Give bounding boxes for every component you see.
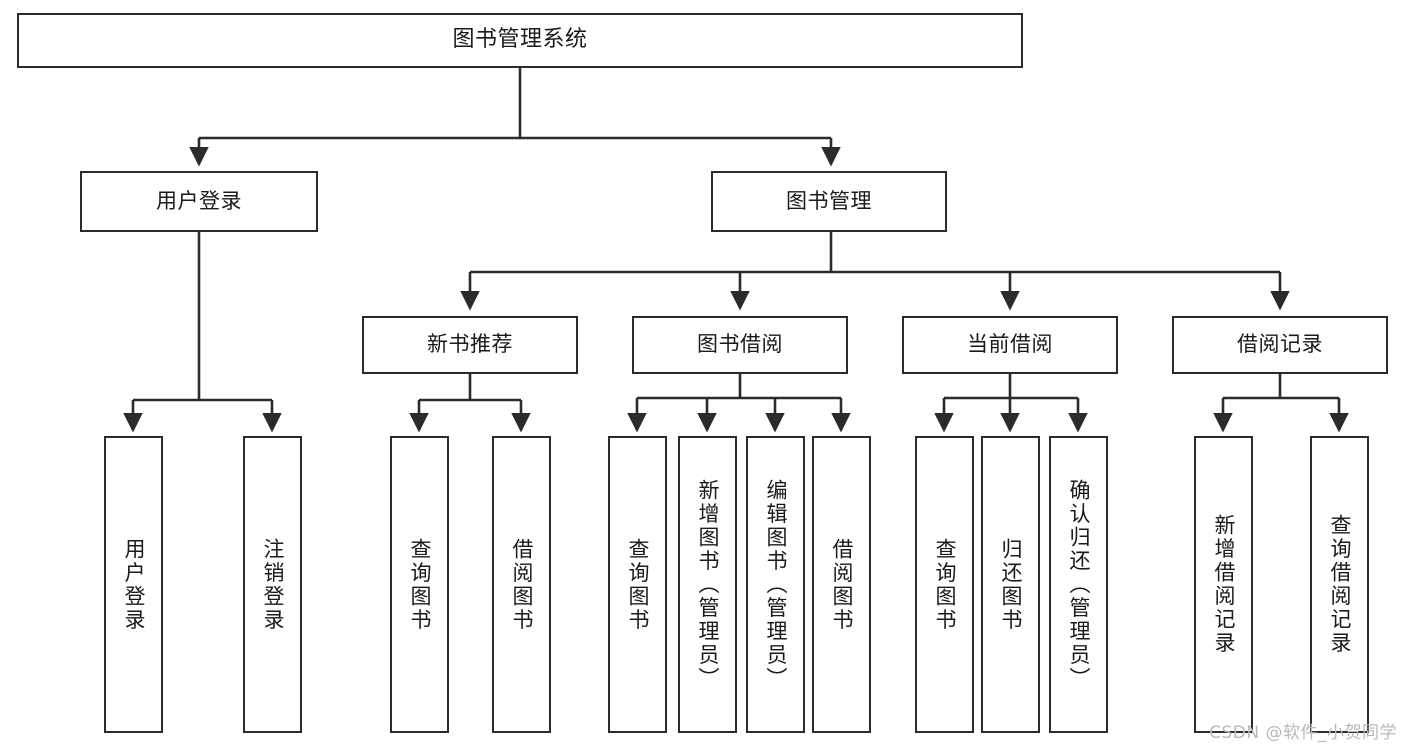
leaf-query-book-recommend[interactable]: 查询图书	[390, 436, 449, 733]
node-label: 新增借阅记录	[1212, 514, 1236, 655]
node-label: 确认归还（管理员）	[1067, 478, 1091, 691]
node-current-borrow[interactable]: 当前借阅	[902, 316, 1118, 374]
leaf-borrow-book-recommend[interactable]: 借阅图书	[492, 436, 551, 733]
node-book-borrow[interactable]: 图书借阅	[632, 316, 848, 374]
node-book-management[interactable]: 图书管理	[711, 171, 947, 232]
node-label: 借阅图书	[830, 537, 854, 632]
leaf-user-login[interactable]: 用户登录	[104, 436, 163, 733]
leaf-query-borrow-record[interactable]: 查询借阅记录	[1310, 436, 1369, 733]
node-label: 查询借阅记录	[1328, 514, 1352, 655]
node-label: 借阅记录	[1237, 332, 1323, 357]
node-label: 借阅图书	[510, 537, 534, 632]
leaf-confirm-return[interactable]: 确认归还（管理员）	[1049, 436, 1108, 733]
node-new-book-recommend[interactable]: 新书推荐	[362, 316, 578, 374]
node-label: 当前借阅	[967, 332, 1053, 357]
node-label: 查询图书	[933, 537, 957, 632]
leaf-edit-book[interactable]: 编辑图书（管理员）	[746, 436, 805, 733]
node-root-system[interactable]: 图书管理系统	[17, 13, 1023, 68]
node-label: 新书推荐	[427, 332, 513, 357]
node-label: 图书管理系统	[452, 27, 588, 53]
node-label: 查询图书	[626, 537, 650, 632]
node-borrow-record[interactable]: 借阅记录	[1172, 316, 1388, 374]
node-label: 图书管理	[786, 188, 872, 213]
leaf-logout-login[interactable]: 注销登录	[243, 436, 302, 733]
node-label: 图书借阅	[697, 332, 783, 357]
node-label: 用户登录	[156, 188, 242, 213]
node-label: 查询图书	[408, 537, 432, 632]
leaf-borrow-book[interactable]: 借阅图书	[812, 436, 871, 733]
watermark-text: CSDN @软件_小贺同学	[1209, 723, 1397, 743]
leaf-query-book-borrow[interactable]: 查询图书	[608, 436, 667, 733]
leaf-add-borrow-record[interactable]: 新增借阅记录	[1194, 436, 1253, 733]
node-label: 归还图书	[999, 537, 1023, 632]
node-label: 编辑图书（管理员）	[764, 478, 788, 691]
leaf-add-book[interactable]: 新增图书（管理员）	[678, 436, 737, 733]
leaf-query-book-current[interactable]: 查询图书	[915, 436, 974, 733]
node-label: 注销登录	[261, 537, 285, 632]
leaf-return-book[interactable]: 归还图书	[981, 436, 1040, 733]
node-label: 用户登录	[122, 537, 146, 632]
node-user-login[interactable]: 用户登录	[80, 171, 318, 232]
node-label: 新增图书（管理员）	[696, 478, 720, 691]
